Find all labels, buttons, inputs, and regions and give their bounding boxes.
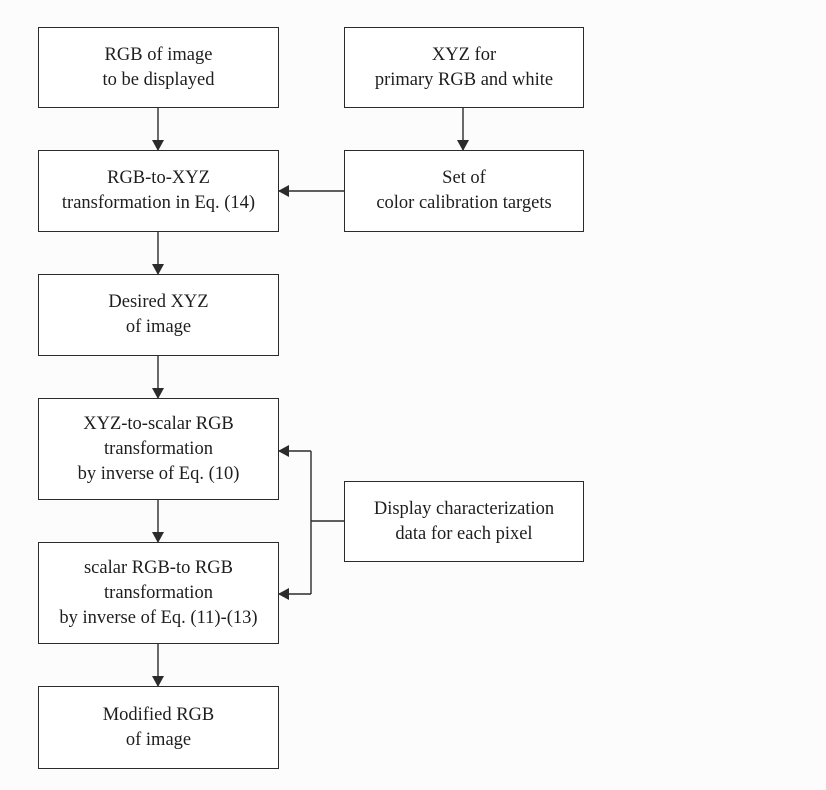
node-xyz-primaries-line-2: primary RGB and white xyxy=(374,69,554,90)
node-scalar-to-rgb-line-3: by inverse of Eq. (11)-(13) xyxy=(59,607,258,628)
node-desired-xyz: Desired XYZ of image xyxy=(38,274,279,356)
node-xyz-to-scalar-line-1: XYZ-to-scalar RGB xyxy=(83,413,234,434)
node-rgb-input-line-1: RGB of image xyxy=(104,44,213,65)
node-rgb-input: RGB of image to be displayed xyxy=(38,27,279,108)
node-xyz-to-scalar-line-2: transformation xyxy=(104,438,213,459)
node-display-characterization-line-2: data for each pixel xyxy=(395,523,533,544)
node-calibration-targets: Set of color calibration targets xyxy=(344,150,584,232)
node-rgb-to-xyz-line-2: transformation in Eq. (14) xyxy=(61,193,256,213)
node-rgb-input-line-2: to be displayed xyxy=(102,69,215,90)
node-xyz-to-scalar: XYZ-to-scalar RGB transformation by inve… xyxy=(38,398,279,500)
node-scalar-to-rgb: scalar RGB-to RGB transformation by inve… xyxy=(38,542,279,644)
node-calibration-targets-line-2: color calibration targets xyxy=(376,193,552,213)
node-xyz-primaries-line-1: XYZ for xyxy=(431,44,497,65)
node-calibration-targets-line-1: Set of xyxy=(442,168,486,188)
node-display-characterization-line-1: Display characterization xyxy=(373,498,555,519)
node-modified-rgb: Modified RGB of image xyxy=(38,686,279,769)
node-modified-rgb-line-2: of image xyxy=(125,729,192,750)
node-display-characterization: Display characterization data for each p… xyxy=(344,481,584,562)
node-xyz-to-scalar-line-3: by inverse of Eq. (10) xyxy=(77,463,240,484)
node-xyz-primaries: XYZ for primary RGB and white xyxy=(344,27,584,108)
node-rgb-to-xyz: RGB-to-XYZ transformation in Eq. (14) xyxy=(38,150,279,232)
node-scalar-to-rgb-line-2: transformation xyxy=(104,582,213,603)
node-desired-xyz-line-2: of image xyxy=(125,317,192,337)
node-modified-rgb-line-1: Modified RGB xyxy=(102,704,215,725)
node-scalar-to-rgb-line-1: scalar RGB-to RGB xyxy=(83,557,233,578)
node-desired-xyz-line-1: Desired XYZ xyxy=(108,292,209,312)
node-rgb-to-xyz-line-1: RGB-to-XYZ xyxy=(107,168,210,188)
